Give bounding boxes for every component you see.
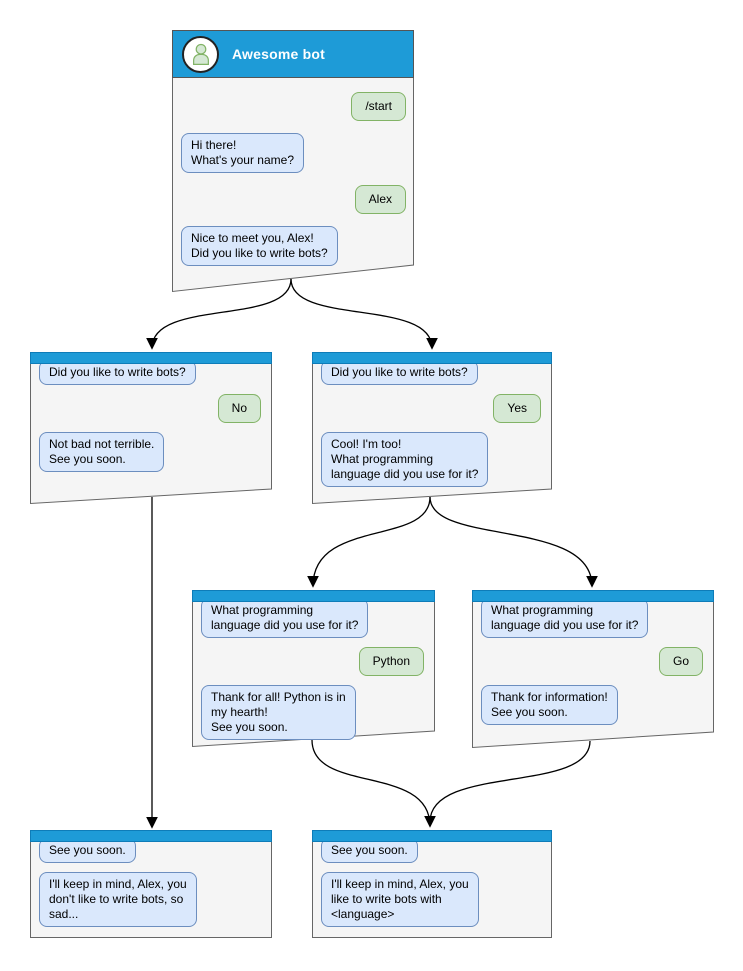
chat-header: Awesome bot	[172, 30, 414, 78]
bot-reply-bubble[interactable]: Thank for information! See you soon.	[481, 685, 618, 725]
person-icon	[192, 43, 209, 66]
bot-reply-bubble[interactable]: Thank for all! Python is in my hearth! S…	[201, 685, 356, 740]
title-strip	[192, 590, 435, 602]
node-ending-no[interactable]: See you soon. I'll keep in mind, Alex, y…	[30, 830, 272, 938]
edge-start-to-yes-branch[interactable]	[290, 278, 438, 350]
user-message-bubble[interactable]: Alex	[354, 185, 406, 214]
bot-message-bubble[interactable]: Hi there! What's your name?	[181, 133, 305, 173]
node-branch-go[interactable]: What programming language did you use fo…	[472, 590, 714, 749]
bot-reply-bubble[interactable]: I'll keep in mind, Alex, you don't like …	[39, 872, 197, 927]
title-strip	[312, 830, 552, 842]
title-strip	[472, 590, 714, 602]
node-branch-python[interactable]: What programming language did you use fo…	[192, 590, 435, 748]
bot-avatar	[182, 35, 219, 73]
bot-question-bubble[interactable]: What programming language did you use fo…	[201, 598, 369, 638]
bot-reply-bubble[interactable]: Not bad not terrible. See you soon.	[39, 432, 165, 472]
user-answer-bubble[interactable]: Yes	[493, 394, 541, 423]
bot-question-bubble[interactable]: What programming language did you use fo…	[481, 598, 649, 638]
user-answer-bubble[interactable]: Go	[658, 647, 703, 676]
user-answer-bubble[interactable]: No	[217, 394, 261, 423]
user-answer-bubble[interactable]: Python	[358, 647, 424, 676]
edge-yes-to-go[interactable]	[429, 496, 598, 588]
node-branch-no[interactable]: Did you like to write bots? No Not bad n…	[30, 352, 272, 505]
bot-message-bubble[interactable]: Nice to meet you, Alex! Did you like to …	[181, 226, 338, 266]
edge-go-to-ending[interactable]	[429, 740, 591, 823]
bot-question-bubble[interactable]: Did you like to write bots?	[321, 360, 478, 385]
edge-start-to-no-branch[interactable]	[146, 278, 292, 350]
chat-title: Awesome bot	[232, 46, 325, 62]
node-branch-yes[interactable]: Did you like to write bots? Yes Cool! I'…	[312, 352, 552, 505]
title-strip	[30, 830, 272, 842]
bot-reply-bubble[interactable]: I'll keep in mind, Alex, you like to wri…	[321, 872, 479, 927]
edge-python-to-ending[interactable]	[311, 739, 436, 828]
bot-question-bubble[interactable]: Did you like to write bots?	[39, 360, 196, 385]
title-strip	[30, 352, 272, 364]
user-message-bubble[interactable]: /start	[351, 92, 406, 121]
bot-reply-bubble[interactable]: Cool! I'm too! What programming language…	[321, 432, 489, 487]
node-ending-language[interactable]: See you soon. I'll keep in mind, Alex, y…	[312, 830, 552, 938]
node-awesome-bot[interactable]: Awesome bot /start Hi there! What's your…	[172, 30, 414, 293]
edge-yes-to-python[interactable]	[307, 496, 431, 588]
title-strip	[312, 352, 552, 364]
